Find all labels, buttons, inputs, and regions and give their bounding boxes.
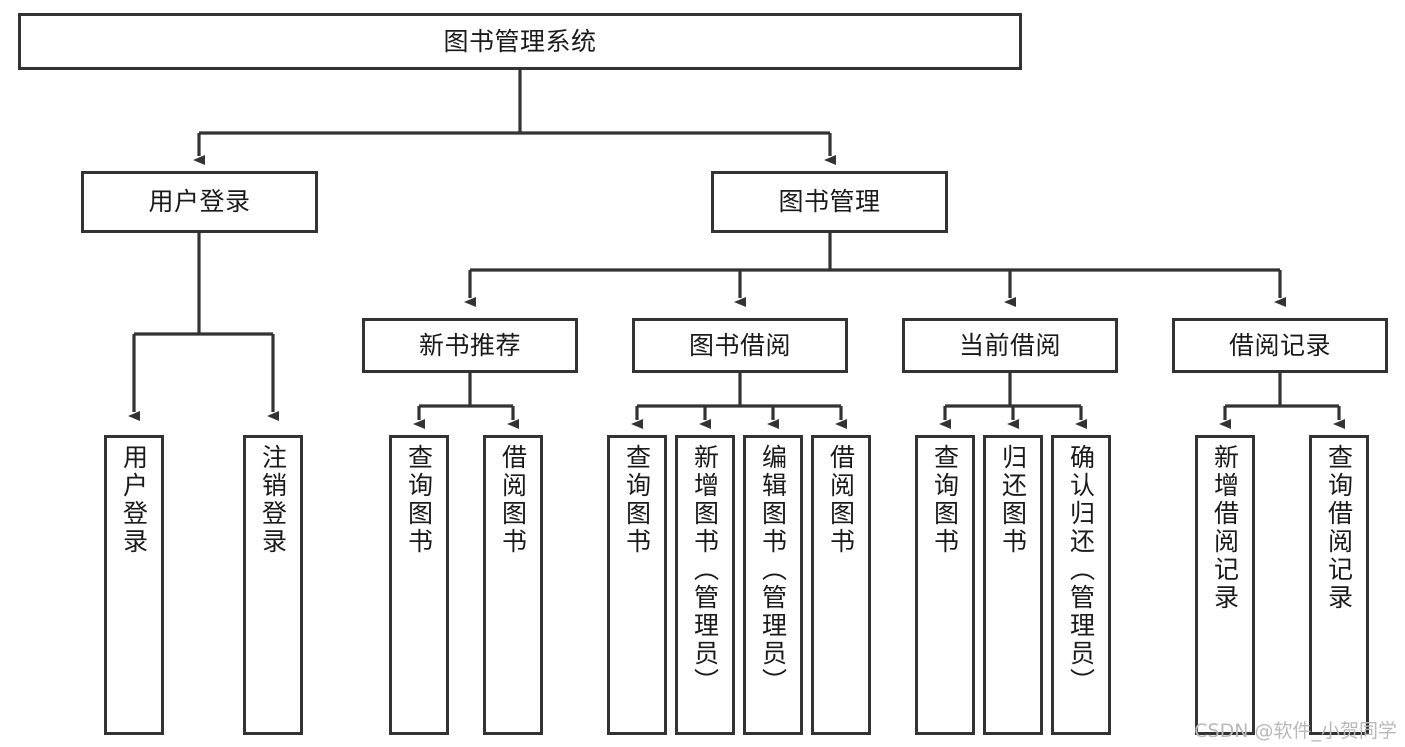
- node-leaf-label: 新增图书（管理员）: [690, 444, 720, 696]
- node-leaf-new-book-query[interactable]: 查询图书: [389, 435, 449, 735]
- node-leaf-borrow-edit-book-admin[interactable]: 编辑图书（管理员）: [743, 435, 803, 735]
- node-leaf-current-confirm-return-admin[interactable]: 确认归还（管理员）: [1051, 435, 1111, 735]
- node-leaf-user-login-signin[interactable]: 用户登录: [104, 435, 164, 735]
- node-book-management[interactable]: 图书管理: [711, 171, 948, 233]
- node-leaf-label: 查询图书: [404, 444, 434, 556]
- node-leaf-borrow-borrow-book[interactable]: 借阅图书: [811, 435, 871, 735]
- node-leaf-label: 归还图书: [998, 444, 1028, 556]
- node-leaf-label: 注销登录: [258, 444, 288, 556]
- node-leaf-current-return-book[interactable]: 归还图书: [983, 435, 1043, 735]
- node-leaf-borrow-query-book[interactable]: 查询图书: [607, 435, 667, 735]
- node-current-borrow[interactable]: 当前借阅: [902, 318, 1118, 373]
- node-leaf-label: 查询借阅记录: [1324, 444, 1354, 612]
- node-leaf-new-book-borrow[interactable]: 借阅图书: [483, 435, 543, 735]
- node-leaf-current-query-book[interactable]: 查询图书: [915, 435, 975, 735]
- node-leaf-user-login-signout[interactable]: 注销登录: [243, 435, 303, 735]
- node-root-library-system[interactable]: 图书管理系统: [18, 13, 1022, 70]
- node-leaf-label: 借阅图书: [826, 444, 856, 556]
- node-leaf-label: 查询图书: [622, 444, 652, 556]
- node-leaf-label: 查询图书: [930, 444, 960, 556]
- node-leaf-label: 用户登录: [119, 444, 149, 556]
- node-leaf-label: 借阅图书: [498, 444, 528, 556]
- node-root-label: 图书管理系统: [443, 26, 597, 56]
- node-new-book-recommend[interactable]: 新书推荐: [362, 318, 578, 373]
- node-user-login[interactable]: 用户登录: [81, 171, 318, 233]
- node-leaf-label: 新增借阅记录: [1210, 444, 1240, 612]
- node-leaf-borrow-add-book-admin[interactable]: 新增图书（管理员）: [675, 435, 735, 735]
- node-leaf-label: 确认归还（管理员）: [1066, 444, 1096, 696]
- node-new-book-recommend-label: 新书推荐: [418, 330, 521, 360]
- node-book-borrow[interactable]: 图书借阅: [632, 318, 848, 373]
- node-book-management-label: 图书管理: [778, 187, 881, 217]
- node-current-borrow-label: 当前借阅: [958, 330, 1061, 360]
- node-borrow-record-label: 借阅记录: [1228, 330, 1331, 360]
- node-leaf-record-query-record[interactable]: 查询借阅记录: [1309, 435, 1369, 735]
- node-user-login-label: 用户登录: [148, 187, 251, 217]
- node-borrow-record[interactable]: 借阅记录: [1172, 318, 1388, 373]
- node-book-borrow-label: 图书借阅: [688, 330, 791, 360]
- node-leaf-record-add-record[interactable]: 新增借阅记录: [1195, 435, 1255, 735]
- node-leaf-label: 编辑图书（管理员）: [758, 444, 788, 696]
